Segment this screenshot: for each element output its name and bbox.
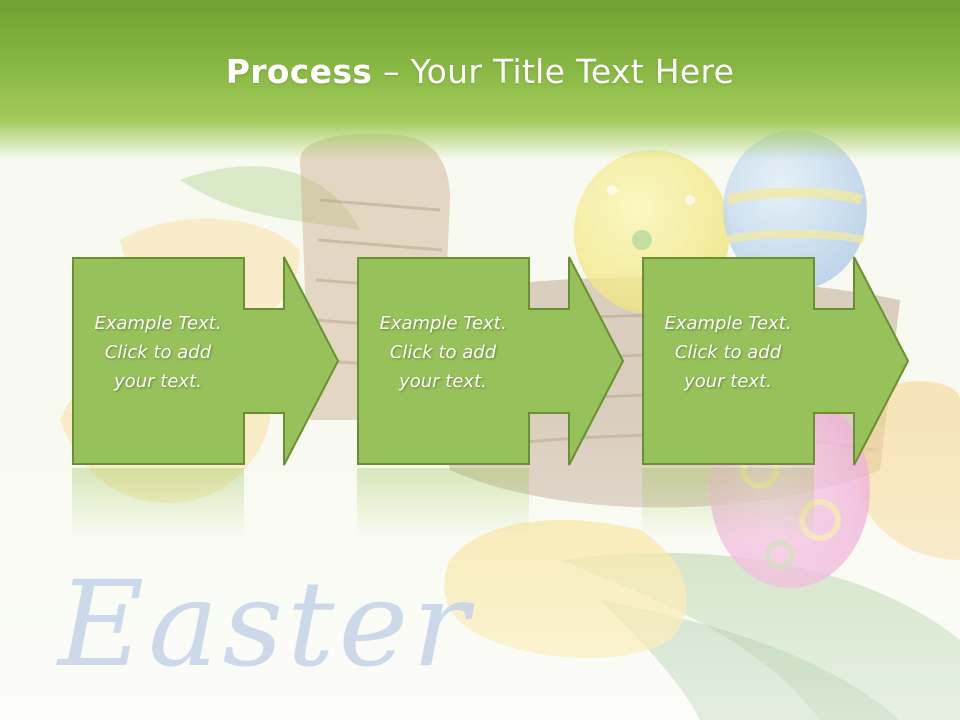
step-1-text: Example Text. Click to add your text.	[94, 313, 222, 392]
right-arrow-shape-icon	[642, 256, 910, 466]
process-step-2[interactable]: Example Text. Click to add your text.	[357, 256, 629, 466]
process-step-3[interactable]: Example Text. Click to add your text.	[642, 256, 914, 466]
process-step-1[interactable]: Example Text. Click to add your text.	[72, 256, 344, 466]
step-3-reflection	[642, 468, 814, 538]
easter-watermark: Easter	[58, 555, 473, 693]
slide-title[interactable]: Process – Your Title Text Here	[0, 52, 960, 91]
title-band	[0, 0, 960, 160]
title-rest: – Your Title Text Here	[372, 52, 735, 91]
step-1-reflection	[72, 468, 244, 538]
title-bold: Process	[225, 52, 373, 91]
step-2-text: Example Text. Click to add your text.	[379, 313, 507, 392]
right-arrow-shape-icon	[357, 256, 625, 466]
right-arrow-shape-icon	[72, 256, 340, 466]
step-3-text: Example Text. Click to add your text.	[664, 313, 792, 392]
step-2-reflection	[357, 468, 529, 538]
